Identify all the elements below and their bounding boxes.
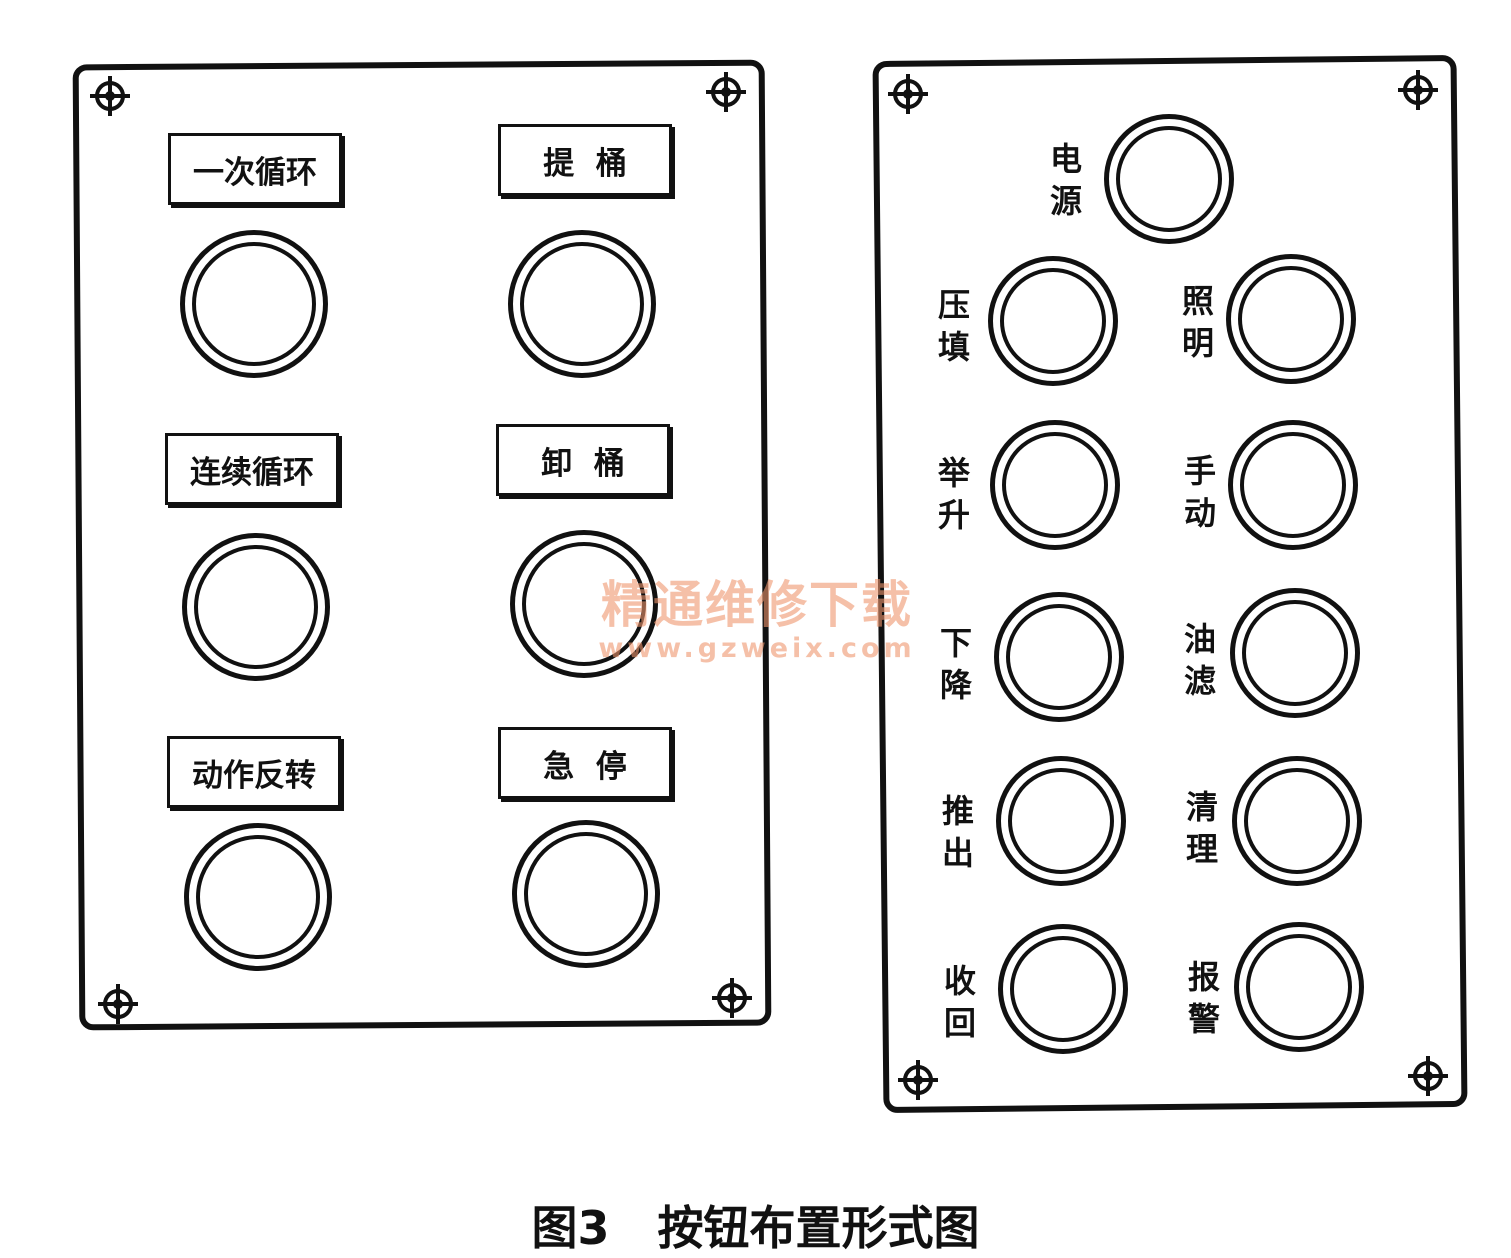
label-reverse-action: 动作反转 [167,736,341,808]
alarm-button[interactable] [1234,922,1364,1052]
mounting-screw-icon [1396,68,1440,112]
oil-filter-button[interactable] [1230,588,1360,718]
push-out-button[interactable] [996,756,1126,886]
retract-button[interactable] [998,924,1128,1054]
power-button[interactable] [1104,114,1234,244]
label-continuous-cycle: 连续循环 [165,433,339,505]
label-power: 电源 [1049,140,1082,220]
label-retract: 收回 [943,962,976,1042]
lower-button[interactable] [994,592,1124,722]
mounting-screw-icon [1406,1054,1450,1098]
mounting-screw-icon [710,976,754,1020]
lighting-button[interactable] [1226,254,1356,384]
label-clean: 清理 [1185,788,1218,868]
label-unload-bucket: 卸 桶 [496,424,670,496]
figure-caption: 图3 按钮布置形式图 [531,1201,980,1255]
clean-button[interactable] [1232,756,1362,886]
label-lower: 下降 [939,624,972,704]
label-push-out: 推出 [941,792,974,872]
label-lighting: 照明 [1181,282,1214,362]
label-compact: 压填 [937,286,970,366]
label-emergency-stop: 急 停 [498,727,672,799]
label-lift-bucket: 提 桶 [498,124,672,196]
label-alarm: 报警 [1187,958,1220,1038]
continuous-cycle-button[interactable] [182,533,330,681]
manual-button[interactable] [1228,420,1358,550]
lift-bucket-button[interactable] [508,230,656,378]
mounting-screw-icon [896,1058,940,1102]
unload-bucket-button[interactable] [510,530,658,678]
raise-button[interactable] [990,420,1120,550]
reverse-action-button[interactable] [184,823,332,971]
compact-button[interactable] [988,256,1118,386]
single-cycle-button[interactable] [180,230,328,378]
mounting-screw-icon [96,982,140,1026]
label-manual: 手动 [1183,452,1216,532]
emergency-stop-button[interactable] [512,820,660,968]
mounting-screw-icon [88,74,132,118]
mounting-screw-icon [886,72,930,116]
mounting-screw-icon [704,70,748,114]
label-oil-filter: 油滤 [1183,620,1216,700]
label-raise: 举升 [937,454,970,534]
left-button-panel [72,59,772,1031]
label-single-cycle: 一次循环 [168,133,342,205]
